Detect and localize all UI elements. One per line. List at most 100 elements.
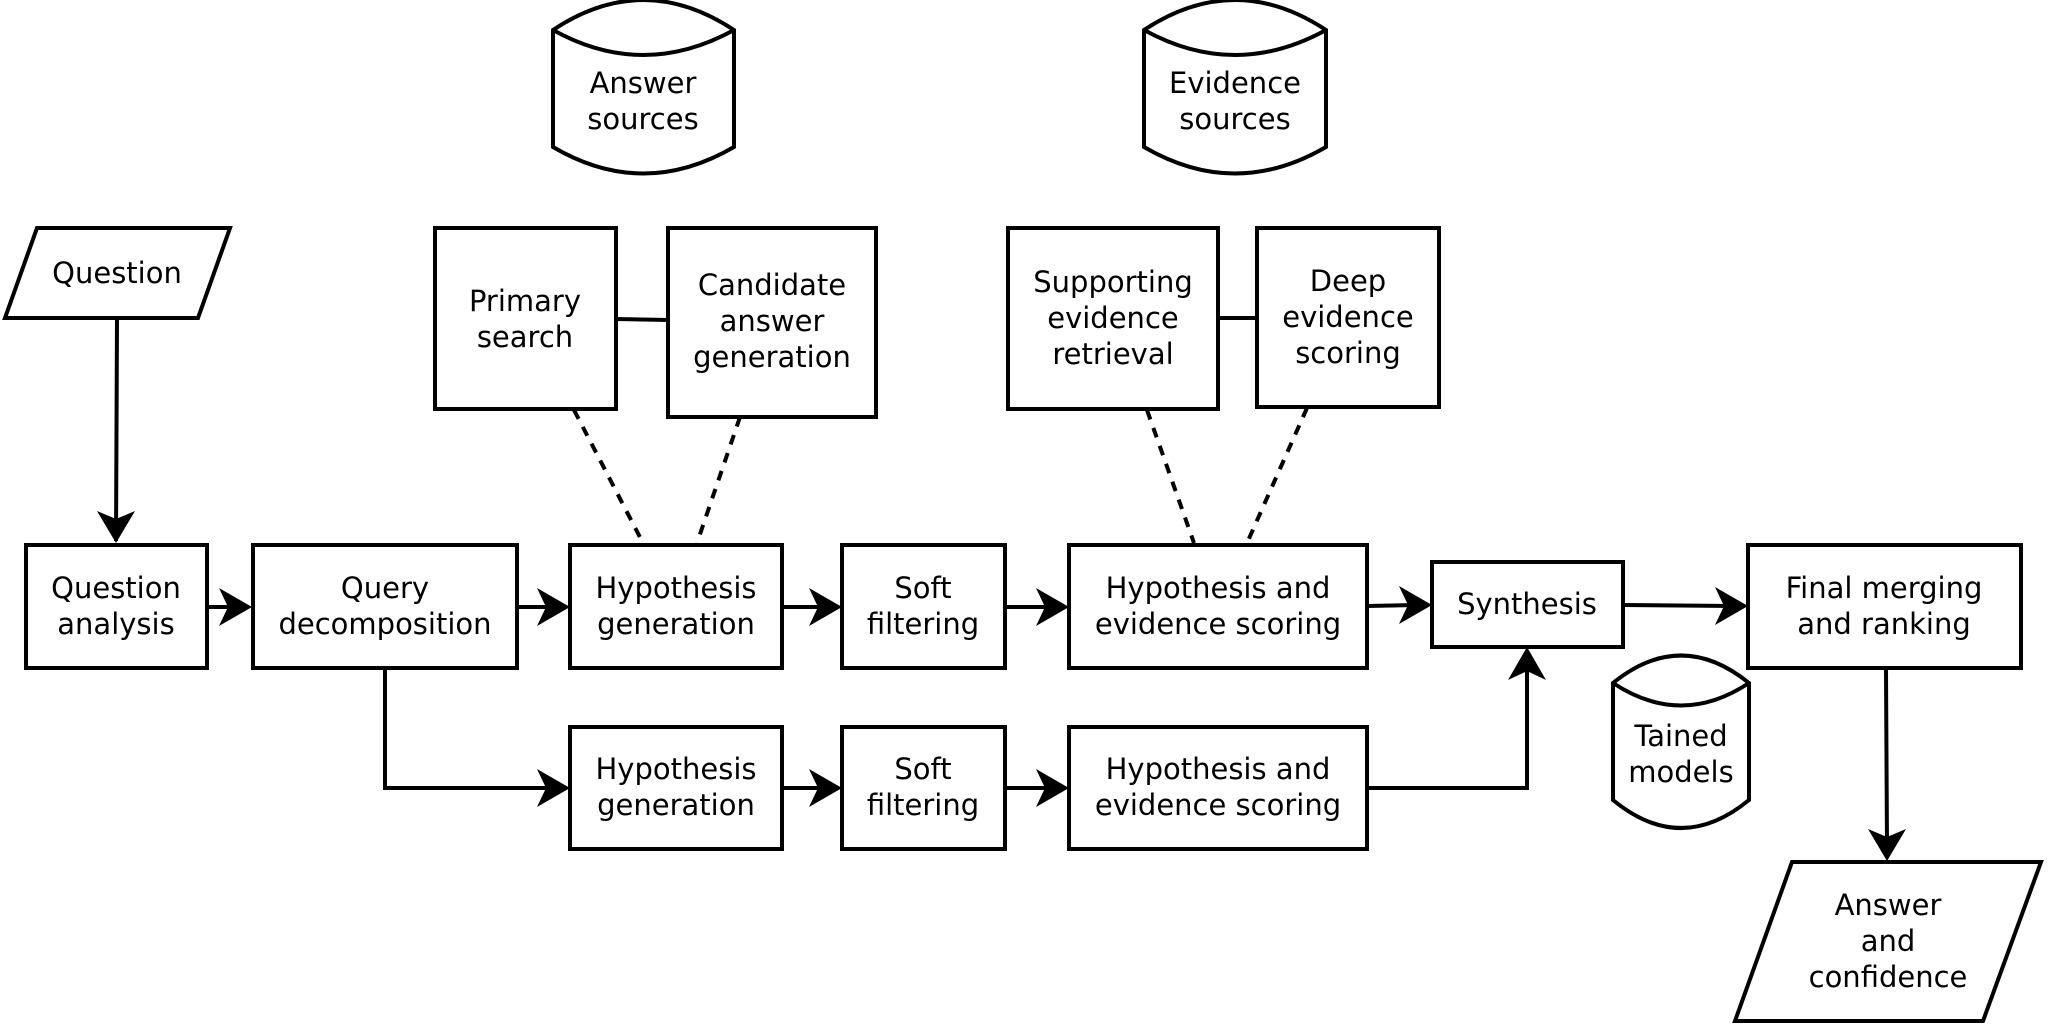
arrowhead-final-to-answer [1868, 829, 1906, 861]
label-line: Question [52, 256, 182, 290]
arrowhead-soft1-to-scoring1 [1036, 588, 1069, 626]
label-line: sources [587, 102, 698, 136]
label-line: Evidence [1169, 66, 1301, 100]
link-primary-candidate [615, 317, 669, 322]
synthesis-label: Synthesis [1457, 587, 1597, 621]
arrowhead-hypgen2-to-soft2 [809, 769, 842, 807]
label-line: models [1628, 755, 1733, 789]
label-line: confidence [1809, 960, 1968, 994]
label-line: answer [720, 304, 825, 338]
label-line: Tained [1633, 719, 1727, 753]
label-line: Final merging [1786, 571, 1983, 605]
arrowhead-analysis-to-decomposition [219, 588, 252, 626]
question-label: Question [52, 256, 182, 290]
label-line: Soft [894, 571, 951, 605]
label-line: Candidate [698, 268, 846, 302]
dashed-supporting-to-scoring1 [1145, 409, 1196, 544]
connectors [97, 316, 1906, 861]
label-line: filtering [867, 607, 979, 641]
arrowhead-scoring2-to-synthesis [1508, 647, 1546, 680]
arrowhead-question-to-analysis [97, 511, 135, 543]
synthesis-node: Synthesis [1430, 560, 1625, 649]
label-line: sources [1179, 102, 1290, 136]
label-line: evidence scoring [1095, 788, 1341, 822]
label-line: generation [597, 607, 755, 641]
label-line: Primary [469, 284, 581, 318]
label-line: Synthesis [1457, 587, 1597, 621]
dashed-primary-to-hypgen1 [572, 409, 645, 544]
label-line: Deep [1310, 264, 1386, 298]
arrowhead-synthesis-to-final [1715, 587, 1748, 625]
label-line: Question [51, 571, 181, 605]
label-line: generation [693, 340, 851, 374]
label-line: Soft [894, 752, 951, 786]
label-line: Answer [590, 66, 697, 100]
label-line: search [477, 320, 573, 354]
label-line: Hypothesis and [1106, 752, 1331, 786]
label-line: analysis [57, 607, 174, 641]
label-line: Supporting [1033, 265, 1193, 299]
label-line: filtering [867, 788, 979, 822]
label-line: and [1861, 924, 1916, 958]
label-line: decomposition [278, 607, 491, 641]
question-input-node: Question [2, 226, 233, 320]
arrow-decomposition-to-hypgen2 [383, 670, 556, 790]
arrowhead-decomposition-to-hypgen1 [537, 588, 570, 626]
label-line: Hypothesis and [1106, 571, 1331, 605]
label-line: evidence [1282, 300, 1413, 334]
label-line: Query [341, 571, 429, 605]
label-line: retrieval [1052, 337, 1173, 371]
label-line: generation [597, 788, 755, 822]
label-line: evidence scoring [1095, 607, 1341, 641]
arrowhead-soft2-to-scoring2 [1036, 769, 1069, 807]
arrow-scoring2-to-synthesis [1367, 660, 1529, 790]
dashed-candidate-to-hypgen1 [695, 416, 742, 544]
label-line: and ranking [1797, 607, 1971, 641]
label-line: Answer [1835, 888, 1942, 922]
label-line: Hypothesis [596, 571, 757, 605]
arrowhead-decomposition-to-hypgen2 [537, 769, 570, 807]
arrowhead-hypgen1-to-soft1 [809, 588, 842, 626]
arrow-synthesis-to-final [1622, 603, 1735, 608]
arrow-final-to-answer [1884, 669, 1889, 849]
label-line: scoring [1295, 336, 1401, 370]
label-line: Hypothesis [596, 752, 757, 786]
label-line: evidence [1047, 301, 1178, 335]
arrowhead-scoring1-to-synthesis [1399, 586, 1432, 624]
